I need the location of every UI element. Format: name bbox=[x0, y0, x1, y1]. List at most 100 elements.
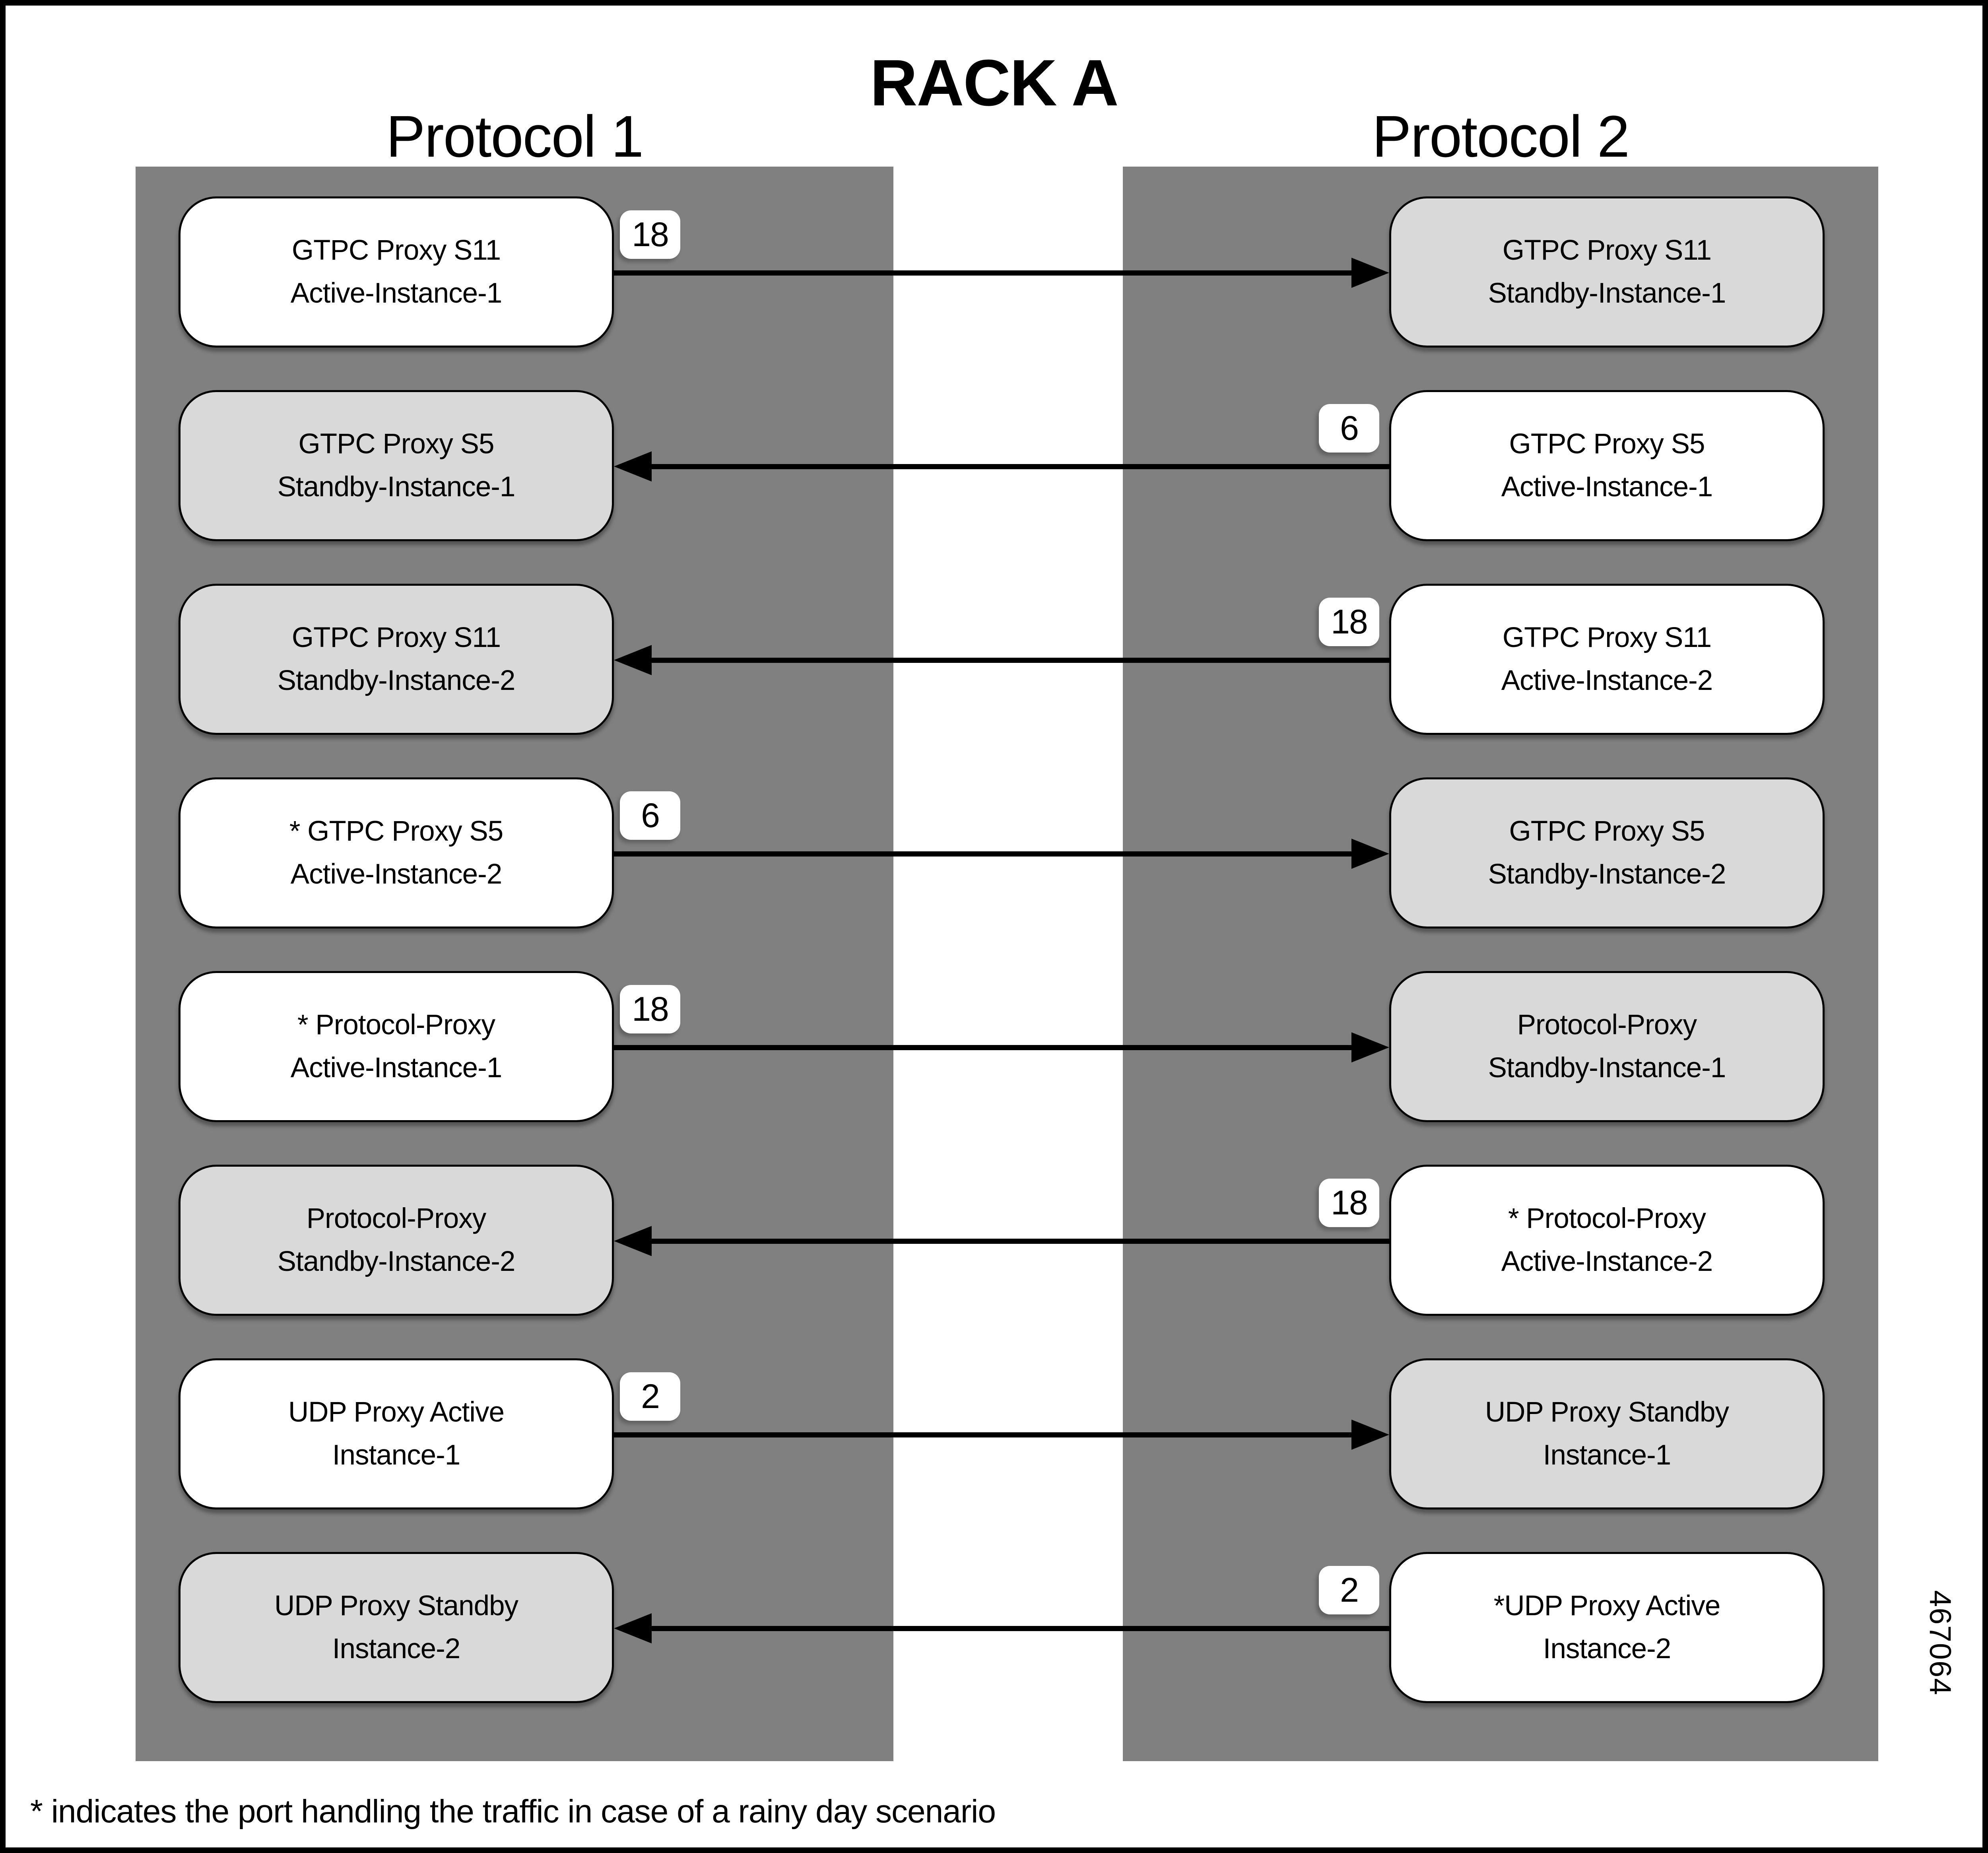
arrow-line bbox=[646, 1239, 1389, 1244]
proxy-name: GTPC Proxy S11 bbox=[291, 622, 501, 653]
arrow-line bbox=[614, 270, 1357, 276]
proxy-name: UDP Proxy Active bbox=[288, 1397, 505, 1428]
proxy-name: GTPC Proxy S5 bbox=[1509, 428, 1705, 460]
replication-arrow bbox=[614, 839, 1389, 869]
arrow-line bbox=[646, 464, 1389, 469]
replication-arrow bbox=[614, 1226, 1389, 1256]
arrow-line bbox=[646, 1626, 1389, 1631]
proxy-pair-row: Protocol-Proxy Standby-Instance-2 18 * P… bbox=[6, 1165, 1982, 1316]
arrow-line bbox=[614, 1432, 1357, 1437]
proxy-name: UDP Proxy Standby bbox=[1485, 1397, 1729, 1428]
arrow-line bbox=[614, 1045, 1357, 1050]
proxy-pair-row: * GTPC Proxy S5 Active-Instance-2 6 GTPC… bbox=[6, 777, 1982, 928]
protocol-2-header: Protocol 2 bbox=[1372, 104, 1630, 169]
arrow-line bbox=[646, 658, 1389, 663]
footnote: * indicates the port handling the traffi… bbox=[30, 1793, 996, 1830]
proxy-instance: Active-Instance-2 bbox=[1501, 1246, 1713, 1277]
proxy-pair-row: GTPC Proxy S11 Active-Instance-1 18 GTPC… bbox=[6, 196, 1982, 348]
port-badge: 2 bbox=[620, 1372, 680, 1421]
arrow-head-icon bbox=[614, 1226, 652, 1256]
proxy-pair-row: UDP Proxy Standby Instance-2 2 *UDP Prox… bbox=[6, 1552, 1982, 1703]
port-number: 18 bbox=[1331, 602, 1368, 641]
proxy-box-right: GTPC Proxy S5 Active-Instance-1 bbox=[1389, 390, 1825, 541]
proxy-instance: Active-Instance-1 bbox=[1501, 471, 1713, 503]
proxy-name: * GTPC Proxy S5 bbox=[289, 816, 503, 847]
arrow-line bbox=[614, 851, 1357, 857]
arrow-head-icon bbox=[1351, 1420, 1389, 1450]
proxy-instance: Instance-1 bbox=[1543, 1439, 1672, 1471]
proxy-box-right: * Protocol-Proxy Active-Instance-2 bbox=[1389, 1165, 1825, 1316]
replication-arrow bbox=[614, 258, 1389, 288]
protocol-1-header: Protocol 1 bbox=[386, 104, 644, 169]
port-badge: 6 bbox=[1319, 404, 1379, 453]
proxy-pair-row: UDP Proxy Active Instance-1 2 UDP Proxy … bbox=[6, 1358, 1982, 1509]
port-badge: 18 bbox=[620, 210, 680, 259]
proxy-instance: Standby-Instance-2 bbox=[1488, 859, 1726, 890]
port-number: 18 bbox=[632, 990, 669, 1028]
proxy-instance: Active-Instance-2 bbox=[290, 859, 503, 890]
proxy-instance: Instance-1 bbox=[332, 1439, 461, 1471]
proxy-box-right: GTPC Proxy S11 Active-Instance-2 bbox=[1389, 584, 1825, 735]
rack-title: RACK A bbox=[870, 46, 1119, 119]
proxy-box-right: *UDP Proxy Active Instance-2 bbox=[1389, 1552, 1825, 1703]
arrow-head-icon bbox=[614, 451, 652, 482]
proxy-box-left: * GTPC Proxy S5 Active-Instance-2 bbox=[179, 777, 614, 928]
proxy-name: GTPC Proxy S11 bbox=[291, 235, 501, 266]
proxy-pair-row: GTPC Proxy S11 Standby-Instance-2 18 GTP… bbox=[6, 584, 1982, 735]
proxy-name: GTPC Proxy S11 bbox=[1502, 235, 1712, 266]
proxy-box-left: UDP Proxy Active Instance-1 bbox=[179, 1358, 614, 1509]
figure-number: 467064 bbox=[1923, 1590, 1957, 1696]
proxy-instance: Standby-Instance-2 bbox=[277, 665, 516, 696]
port-number: 6 bbox=[641, 796, 660, 835]
proxy-instance: Standby-Instance-1 bbox=[1488, 1052, 1726, 1084]
proxy-name: *UDP Proxy Active bbox=[1493, 1590, 1721, 1622]
proxy-instance: Standby-Instance-1 bbox=[277, 471, 516, 503]
port-number: 18 bbox=[1331, 1183, 1368, 1222]
proxy-box-left: GTPC Proxy S11 Active-Instance-1 bbox=[179, 196, 614, 348]
proxy-name: GTPC Proxy S5 bbox=[298, 428, 494, 460]
port-number: 2 bbox=[641, 1377, 660, 1416]
proxy-name: * Protocol-Proxy bbox=[1508, 1203, 1706, 1234]
arrow-head-icon bbox=[614, 645, 652, 675]
port-number: 6 bbox=[1340, 409, 1359, 447]
proxy-pair-row: GTPC Proxy S5 Standby-Instance-1 6 GTPC … bbox=[6, 390, 1982, 541]
proxy-box-right: GTPC Proxy S5 Standby-Instance-2 bbox=[1389, 777, 1825, 928]
proxy-box-right: UDP Proxy Standby Instance-1 bbox=[1389, 1358, 1825, 1509]
proxy-name: GTPC Proxy S11 bbox=[1502, 622, 1712, 653]
port-number: 2 bbox=[1340, 1571, 1359, 1609]
proxy-box-right: GTPC Proxy S11 Standby-Instance-1 bbox=[1389, 196, 1825, 348]
port-badge: 18 bbox=[1319, 598, 1379, 646]
arrow-head-icon bbox=[1351, 258, 1389, 288]
proxy-name: Protocol-Proxy bbox=[1517, 1009, 1697, 1041]
replication-arrow bbox=[614, 1032, 1389, 1062]
replication-arrow bbox=[614, 1613, 1389, 1643]
port-badge: 2 bbox=[1319, 1566, 1379, 1614]
proxy-name: GTPC Proxy S5 bbox=[1509, 816, 1705, 847]
proxy-instance: Instance-2 bbox=[332, 1633, 461, 1665]
replication-arrow bbox=[614, 645, 1389, 675]
proxy-instance: Instance-2 bbox=[1543, 1633, 1672, 1665]
port-badge: 18 bbox=[1319, 1179, 1379, 1227]
rows: GTPC Proxy S11 Active-Instance-1 18 GTPC… bbox=[6, 196, 1982, 1746]
proxy-name: * Protocol-Proxy bbox=[297, 1009, 495, 1041]
replication-arrow bbox=[614, 451, 1389, 482]
proxy-instance: Active-Instance-2 bbox=[1501, 665, 1713, 696]
port-number: 18 bbox=[632, 215, 669, 254]
proxy-box-right: Protocol-Proxy Standby-Instance-1 bbox=[1389, 971, 1825, 1122]
proxy-instance: Standby-Instance-1 bbox=[1488, 278, 1726, 309]
proxy-name: UDP Proxy Standby bbox=[274, 1590, 518, 1622]
arrow-head-icon bbox=[1351, 1032, 1389, 1062]
proxy-instance: Active-Instance-1 bbox=[290, 278, 503, 309]
port-badge: 6 bbox=[620, 791, 680, 840]
proxy-box-left: * Protocol-Proxy Active-Instance-1 bbox=[179, 971, 614, 1122]
proxy-instance: Standby-Instance-2 bbox=[277, 1246, 516, 1277]
arrow-head-icon bbox=[1351, 839, 1389, 869]
proxy-pair-row: * Protocol-Proxy Active-Instance-1 18 Pr… bbox=[6, 971, 1982, 1122]
proxy-box-left: Protocol-Proxy Standby-Instance-2 bbox=[179, 1165, 614, 1316]
port-badge: 18 bbox=[620, 985, 680, 1033]
replication-arrow bbox=[614, 1420, 1389, 1450]
proxy-instance: Active-Instance-1 bbox=[290, 1052, 503, 1084]
proxy-box-left: GTPC Proxy S5 Standby-Instance-1 bbox=[179, 390, 614, 541]
proxy-name: Protocol-Proxy bbox=[306, 1203, 487, 1234]
proxy-box-left: UDP Proxy Standby Instance-2 bbox=[179, 1552, 614, 1703]
